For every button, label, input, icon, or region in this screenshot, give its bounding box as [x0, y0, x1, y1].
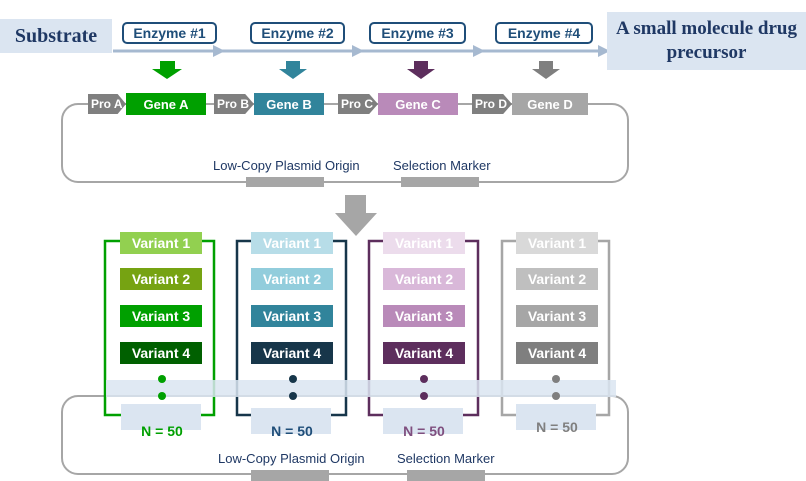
count-bg-3 [383, 408, 463, 434]
variant-1-2: Variant 2 [120, 268, 202, 290]
plasmid-bottom-origin-label: Low-Copy Plasmid Origin [218, 451, 365, 466]
variant-1-4: Variant 4 [120, 342, 202, 364]
plasmid-top-marker-label: Selection Marker [393, 158, 491, 173]
enzyme-step-arrows [213, 45, 485, 57]
enzyme-3: Enzyme #3 [369, 22, 466, 44]
enzyme-4: Enzyme #4 [495, 22, 593, 44]
promoter-b: Pro B [214, 94, 254, 114]
count-bg-2 [251, 408, 331, 434]
variant-2-1: Variant 1 [251, 232, 333, 254]
highlight-band [106, 380, 616, 397]
count-3: N = 50 [403, 423, 445, 439]
variant-3-3: Variant 3 [383, 305, 465, 327]
down-arrow-4 [532, 61, 560, 79]
variant-4-1: Variant 1 [516, 232, 598, 254]
plasmid-bottom-marker-label: Selection Marker [397, 451, 495, 466]
enzyme-1: Enzyme #1 [122, 22, 217, 44]
gene-c: Gene C [378, 93, 458, 115]
count-2: N = 50 [271, 423, 313, 439]
big-down-arrow [335, 195, 377, 236]
plasmid-top-origin-block [246, 177, 324, 187]
variant-3-1: Variant 1 [383, 232, 465, 254]
gene-a: Gene A [126, 93, 206, 115]
variant-1-1: Variant 1 [120, 232, 202, 254]
down-arrow-1 [152, 61, 182, 79]
plasmid-top-marker-block [401, 177, 479, 187]
variant-2-3: Variant 3 [251, 305, 333, 327]
promoter-a: Pro A [88, 94, 126, 114]
product-box: A small molecule drug precursor [607, 12, 806, 70]
plasmid-bottom-marker-block [407, 470, 485, 481]
count-bg-4 [516, 404, 596, 430]
gene-d: Gene D [512, 93, 588, 115]
variant-4-3: Variant 3 [516, 305, 598, 327]
gene-b: Gene B [254, 93, 324, 115]
variant-2-2: Variant 2 [251, 268, 333, 290]
down-arrow-3 [407, 61, 435, 79]
count-bg-1 [121, 404, 201, 430]
promoter-d: Pro D [472, 94, 512, 114]
variant-4-2: Variant 2 [516, 268, 598, 290]
promoter-c: Pro C [338, 94, 378, 114]
count-4: N = 50 [536, 419, 578, 435]
plasmid-bottom-origin-block [251, 470, 329, 481]
variant-3-2: Variant 2 [383, 268, 465, 290]
variant-4-4: Variant 4 [516, 342, 598, 364]
enzyme-2: Enzyme #2 [250, 22, 345, 44]
variant-2-4: Variant 4 [251, 342, 333, 364]
down-arrow-2 [279, 61, 307, 79]
variant-1-3: Variant 3 [120, 305, 202, 327]
variant-3-4: Variant 4 [383, 342, 465, 364]
plasmid-top-origin-label: Low-Copy Plasmid Origin [213, 158, 360, 173]
count-1: N = 50 [141, 423, 183, 439]
substrate-box: Substrate [0, 19, 112, 53]
